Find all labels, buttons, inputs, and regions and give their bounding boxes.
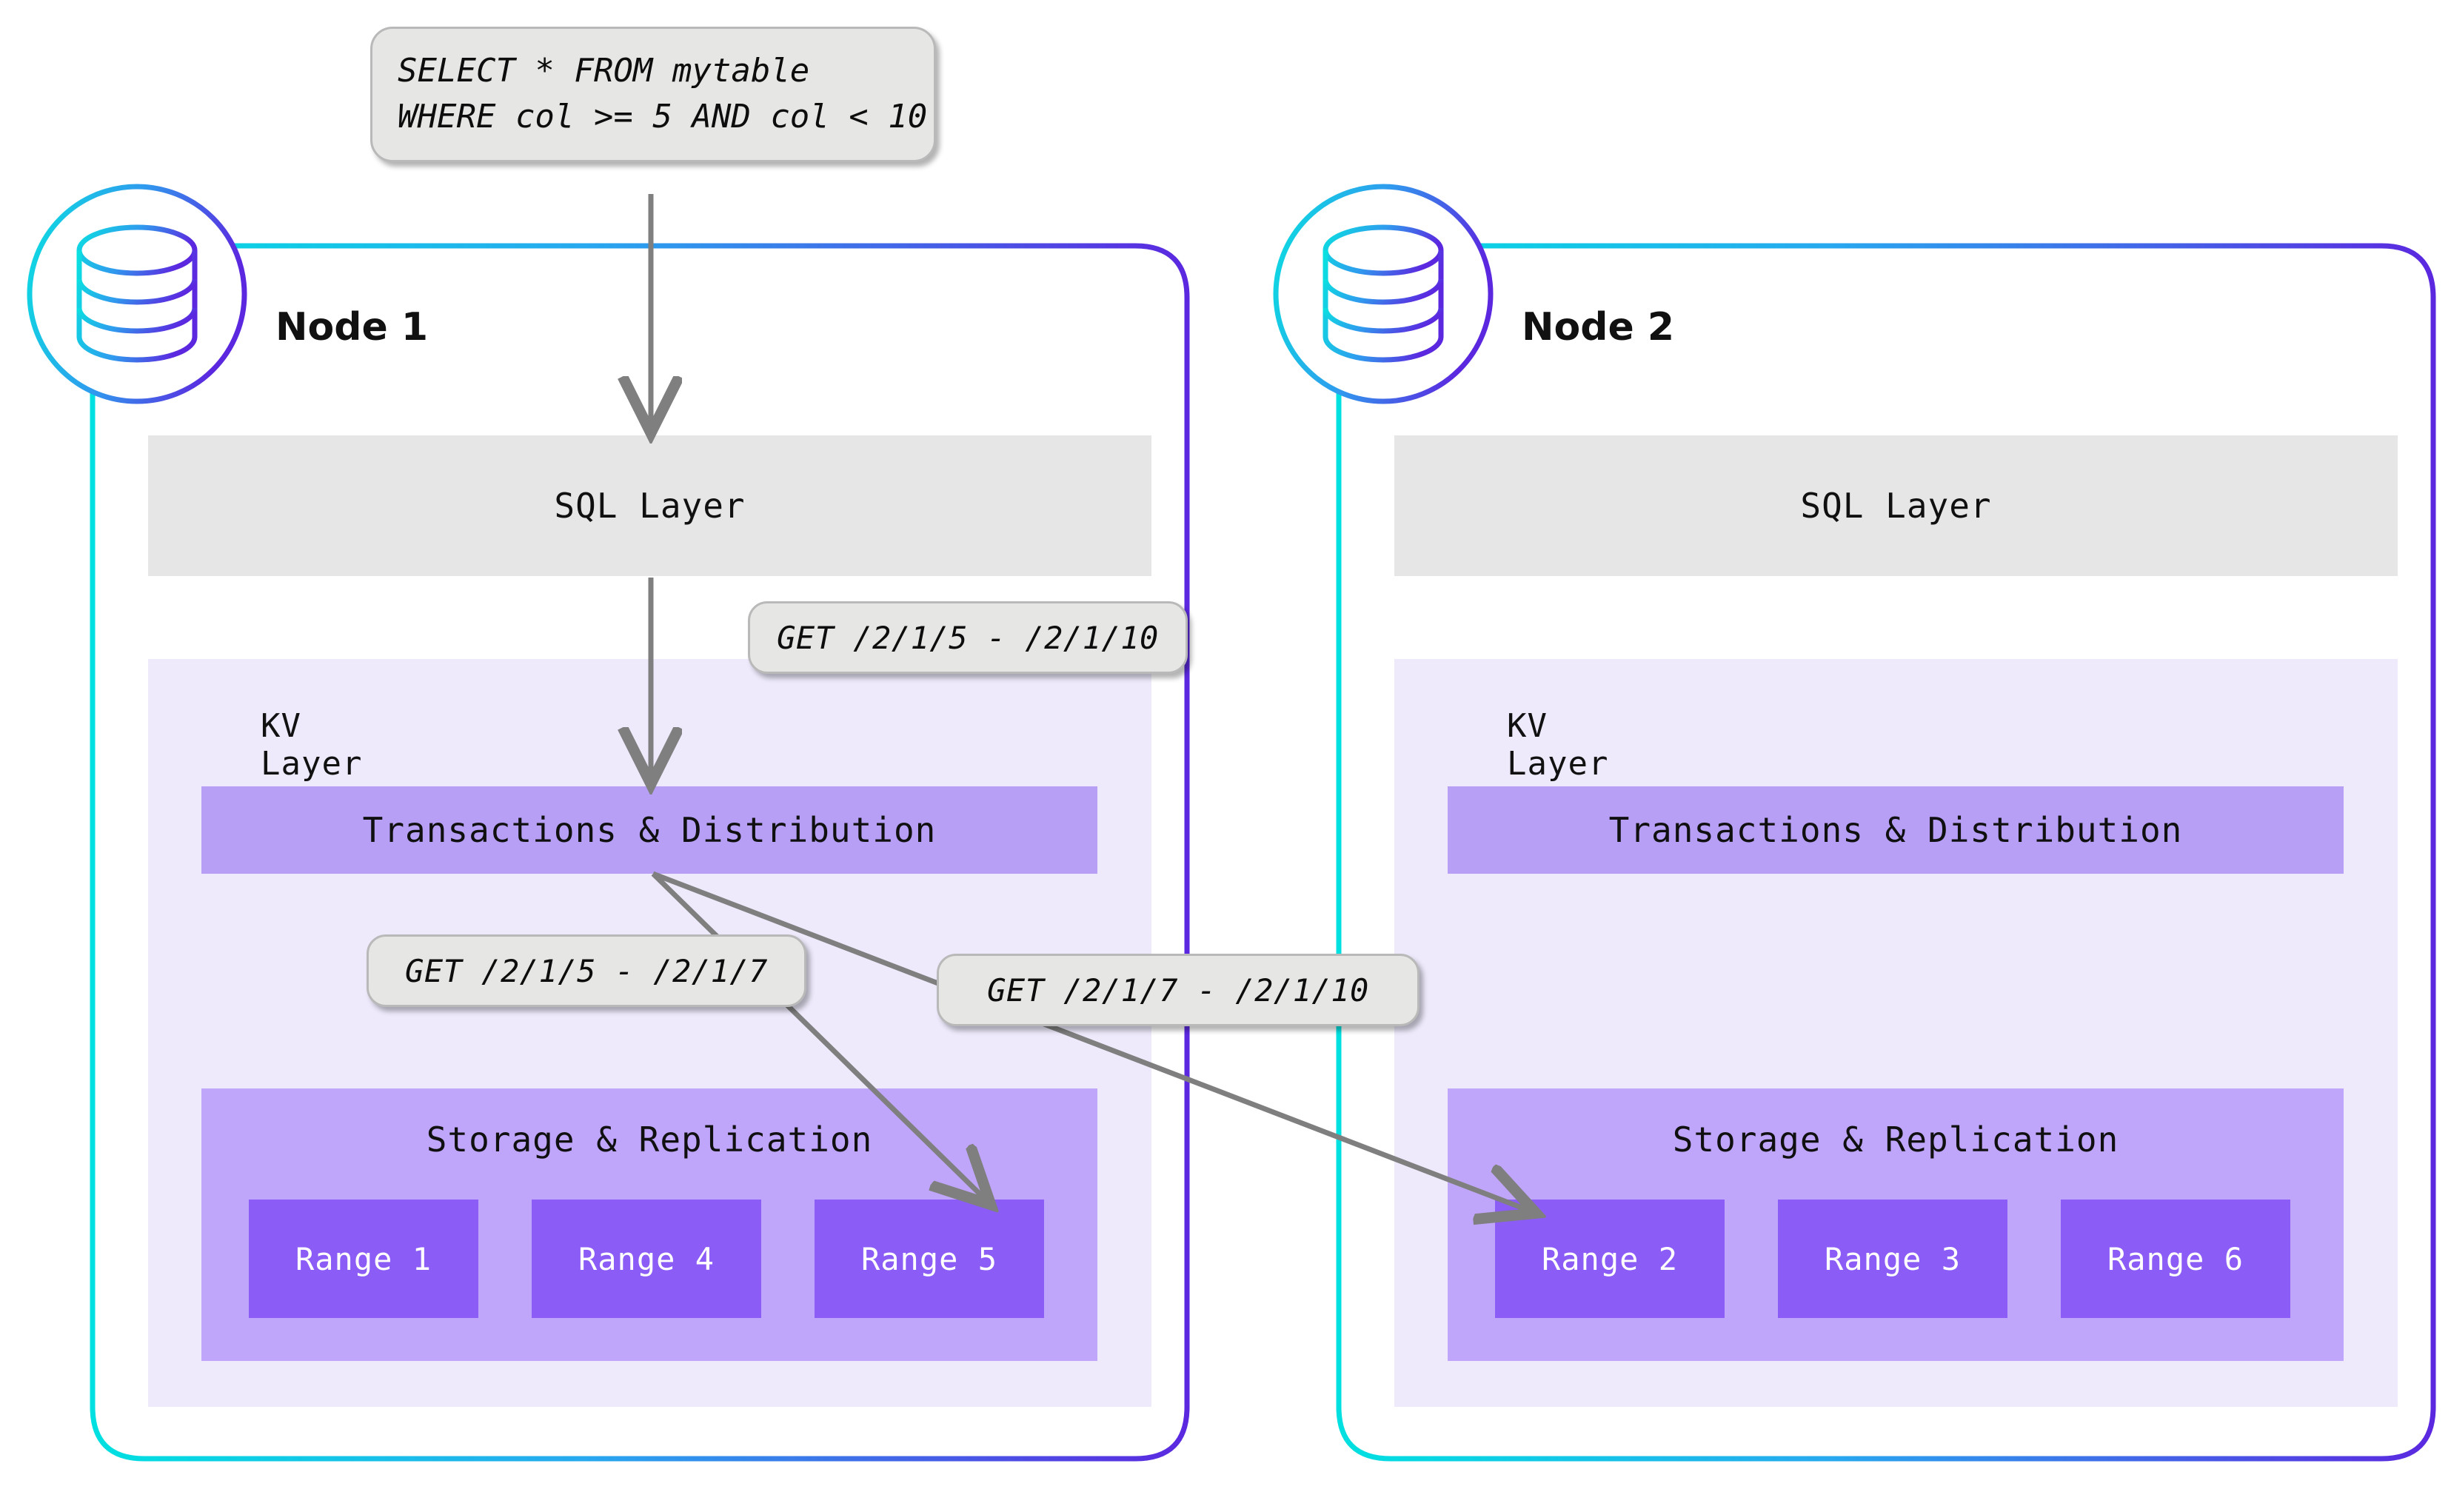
sql-query-line-1: SELECT * FROM mytable	[398, 52, 810, 90]
database-icon-node-2	[1273, 184, 1494, 404]
node-2-storage-title: Storage & Replication	[1672, 1120, 2119, 1160]
node-1-sql-layer: SQL Layer	[148, 435, 1151, 576]
node-2-range-box-1[interactable]: Range 2	[1495, 1200, 1725, 1318]
node-1-storage-panel: Storage & Replication Range 1 Range 4 Ra…	[201, 1088, 1097, 1361]
node-1-transactions-bar: Transactions & Distribution	[201, 786, 1097, 874]
get-request-kv-callout: GET /2/1/5 - /2/1/10	[748, 601, 1188, 674]
node-1-range-box-2[interactable]: Range 4	[532, 1200, 761, 1318]
node-2-storage-panel: Storage & Replication Range 2 Range 3 Ra…	[1448, 1088, 2344, 1361]
node-1-storage-title: Storage & Replication	[426, 1120, 873, 1160]
get-request-remote-callout: GET /2/1/7 - /2/1/10	[937, 954, 1420, 1026]
node-1-range-box-3[interactable]: Range 5	[815, 1200, 1044, 1318]
node-1-kv-label: KV Layer	[261, 707, 363, 783]
node-2-range-box-2[interactable]: Range 3	[1778, 1200, 2007, 1318]
get-request-local-callout: GET /2/1/5 - /2/1/7	[367, 934, 806, 1007]
node-2-sql-layer: SQL Layer	[1394, 435, 2398, 576]
sql-query-callout: SELECT * FROM mytable WHERE col >= 5 AND…	[370, 27, 936, 162]
node-1-range-box-1[interactable]: Range 1	[249, 1200, 478, 1318]
database-icon-node-1	[27, 184, 247, 404]
node-2-title: Node 2	[1522, 305, 1675, 349]
sql-query-line-2: WHERE col >= 5 AND col < 10	[398, 98, 928, 136]
node-1-title: Node 1	[275, 305, 429, 349]
node-2-transactions-bar: Transactions & Distribution	[1448, 786, 2344, 874]
node-2-range-box-3[interactable]: Range 6	[2061, 1200, 2290, 1318]
node-2-kv-label: KV Layer	[1507, 707, 1609, 783]
